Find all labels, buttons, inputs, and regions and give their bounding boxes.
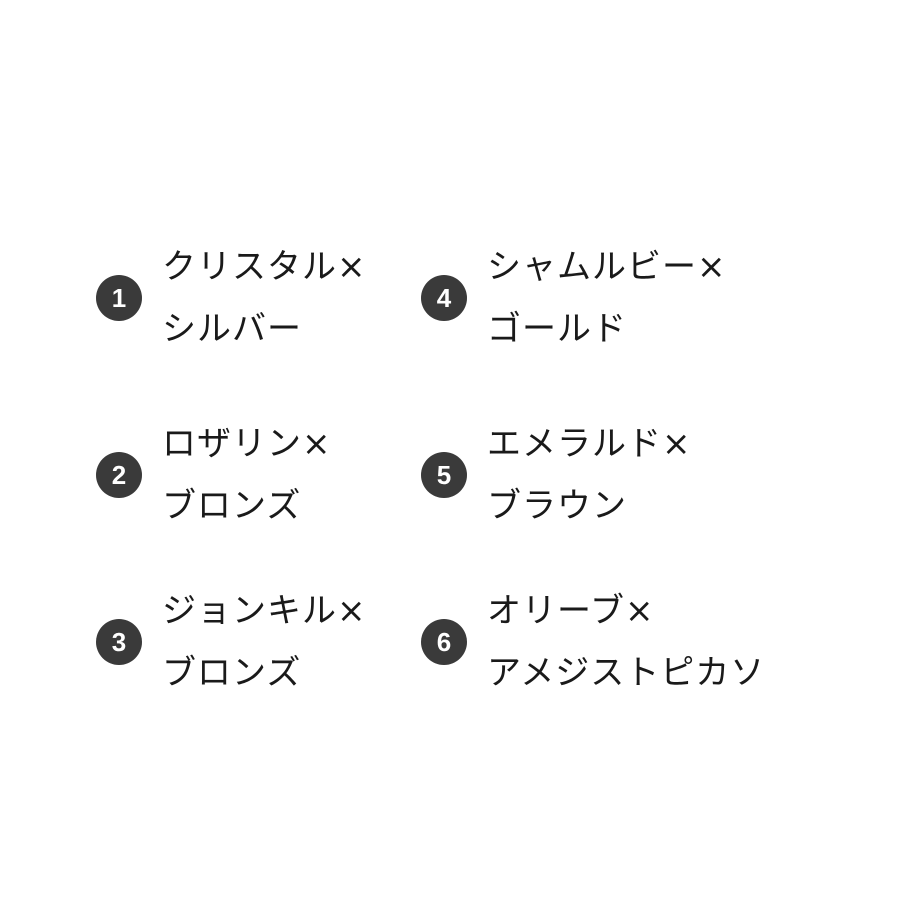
- list-item: 3 ジョンキル× ブロンズ: [96, 580, 367, 704]
- item-label-line-2: ゴールド: [487, 309, 627, 349]
- number-badge: 3: [96, 619, 142, 665]
- item-label-line-2: シルバー: [162, 309, 302, 349]
- list-item: 1 クリスタル× シルバー: [96, 236, 367, 360]
- item-label: オリーブ× アメジストピカソ: [487, 580, 765, 704]
- item-label: シャムルビー× ゴールド: [487, 236, 727, 360]
- item-label-line-2: ブロンズ: [162, 486, 302, 526]
- item-label-line-1: ロザリン×: [162, 424, 332, 464]
- item-label: ロザリン× ブロンズ: [162, 413, 332, 537]
- item-label-line-1: オリーブ×: [487, 591, 655, 631]
- item-label: エメラルド× ブラウン: [487, 413, 692, 537]
- item-label-line-1: エメラルド×: [487, 424, 692, 464]
- list-item: 2 ロザリン× ブロンズ: [96, 413, 332, 537]
- number-badge: 6: [421, 619, 467, 665]
- number-badge: 1: [96, 275, 142, 321]
- item-label: クリスタル× シルバー: [162, 236, 367, 360]
- number-badge: 5: [421, 452, 467, 498]
- number-badge: 4: [421, 275, 467, 321]
- list-item: 5 エメラルド× ブラウン: [421, 413, 692, 537]
- list-item: 6 オリーブ× アメジストピカソ: [421, 580, 765, 704]
- item-label-line-1: シャムルビー×: [487, 247, 727, 287]
- item-label-line-2: ブロンズ: [162, 653, 302, 693]
- item-label-line-2: アメジストピカソ: [487, 653, 766, 693]
- item-label-line-1: ジョンキル×: [162, 591, 367, 631]
- list-item: 4 シャムルビー× ゴールド: [421, 236, 727, 360]
- item-label-line-1: クリスタル×: [162, 247, 367, 287]
- item-label-line-2: ブラウン: [487, 486, 627, 526]
- item-label: ジョンキル× ブロンズ: [162, 580, 367, 704]
- number-badge: 2: [96, 452, 142, 498]
